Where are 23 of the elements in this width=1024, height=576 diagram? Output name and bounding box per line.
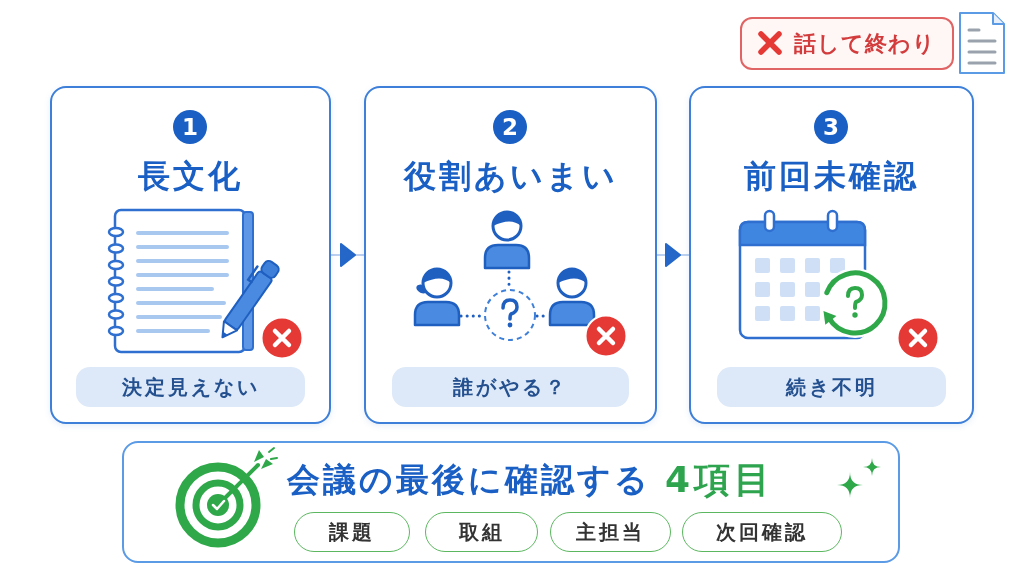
highlight-heading: 4項目 [665, 459, 775, 501]
card-title: 長文化 [138, 156, 243, 196]
warning-banner [740, 17, 954, 70]
checklist-tag: 取組 [425, 512, 538, 552]
arrow [330, 243, 365, 267]
summary-panel [122, 441, 900, 563]
problem-card [50, 86, 331, 424]
problem-card [689, 86, 974, 424]
checklist-tag: 課題 [294, 512, 410, 552]
step-number: 2 [493, 110, 527, 144]
step-number: 1 [173, 110, 207, 144]
arrow [656, 243, 690, 267]
checklist-tag: 主担当 [550, 512, 671, 552]
step-number: 3 [814, 110, 848, 144]
panel-heading: 会議の最後に確認する [287, 459, 651, 501]
result-tag: 決定見えない [76, 367, 305, 407]
problem-card [364, 86, 657, 424]
result-tag: 誰がやる？ [392, 367, 629, 407]
checklist-tag: 次回確認 [682, 512, 842, 552]
card-title: 役割あいまい [403, 156, 618, 196]
card-title: 前回未確認 [744, 156, 919, 196]
warning-text: 話して終わり [794, 30, 936, 58]
result-tag: 続き不明 [717, 367, 946, 407]
